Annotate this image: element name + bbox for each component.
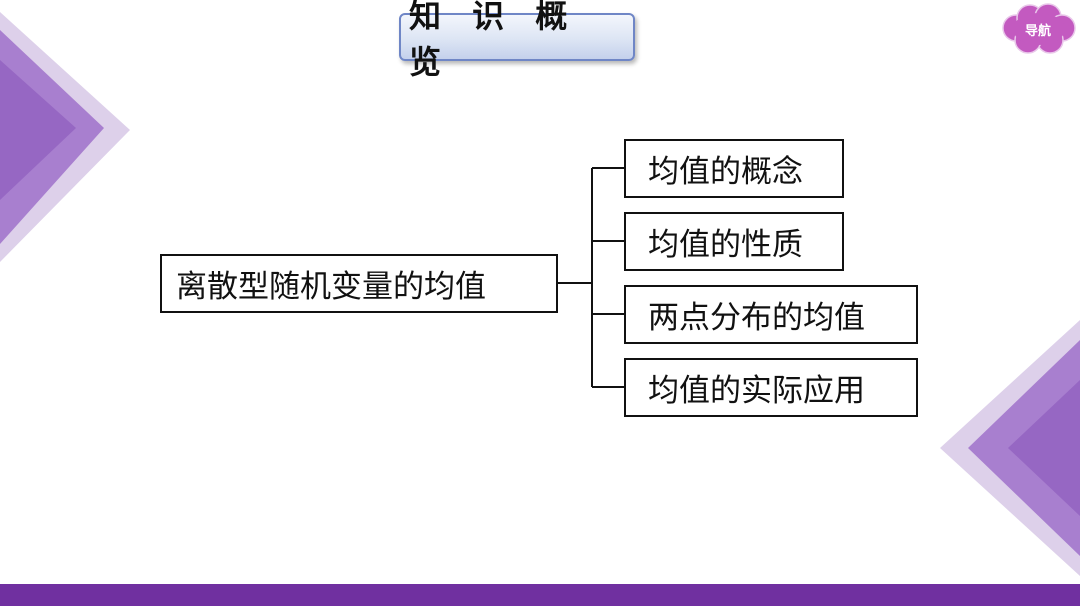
- child-node-two-point-distribution: 两点分布的均值: [624, 285, 918, 344]
- right-decoration-triangle: [940, 320, 1080, 576]
- child-node-concept: 均值的概念: [624, 139, 844, 198]
- root-node: 离散型随机变量的均值: [160, 254, 558, 313]
- child-node-properties: 均值的性质: [624, 212, 844, 271]
- child-node-applications: 均值的实际应用: [624, 358, 918, 417]
- left-decoration-triangle: [0, 12, 130, 262]
- cloud-icon: [1002, 3, 1076, 54]
- bottom-accent-bar: [0, 584, 1080, 606]
- nav-label: 导航: [1024, 23, 1051, 39]
- nav-button[interactable]: 导航: [998, 2, 1078, 60]
